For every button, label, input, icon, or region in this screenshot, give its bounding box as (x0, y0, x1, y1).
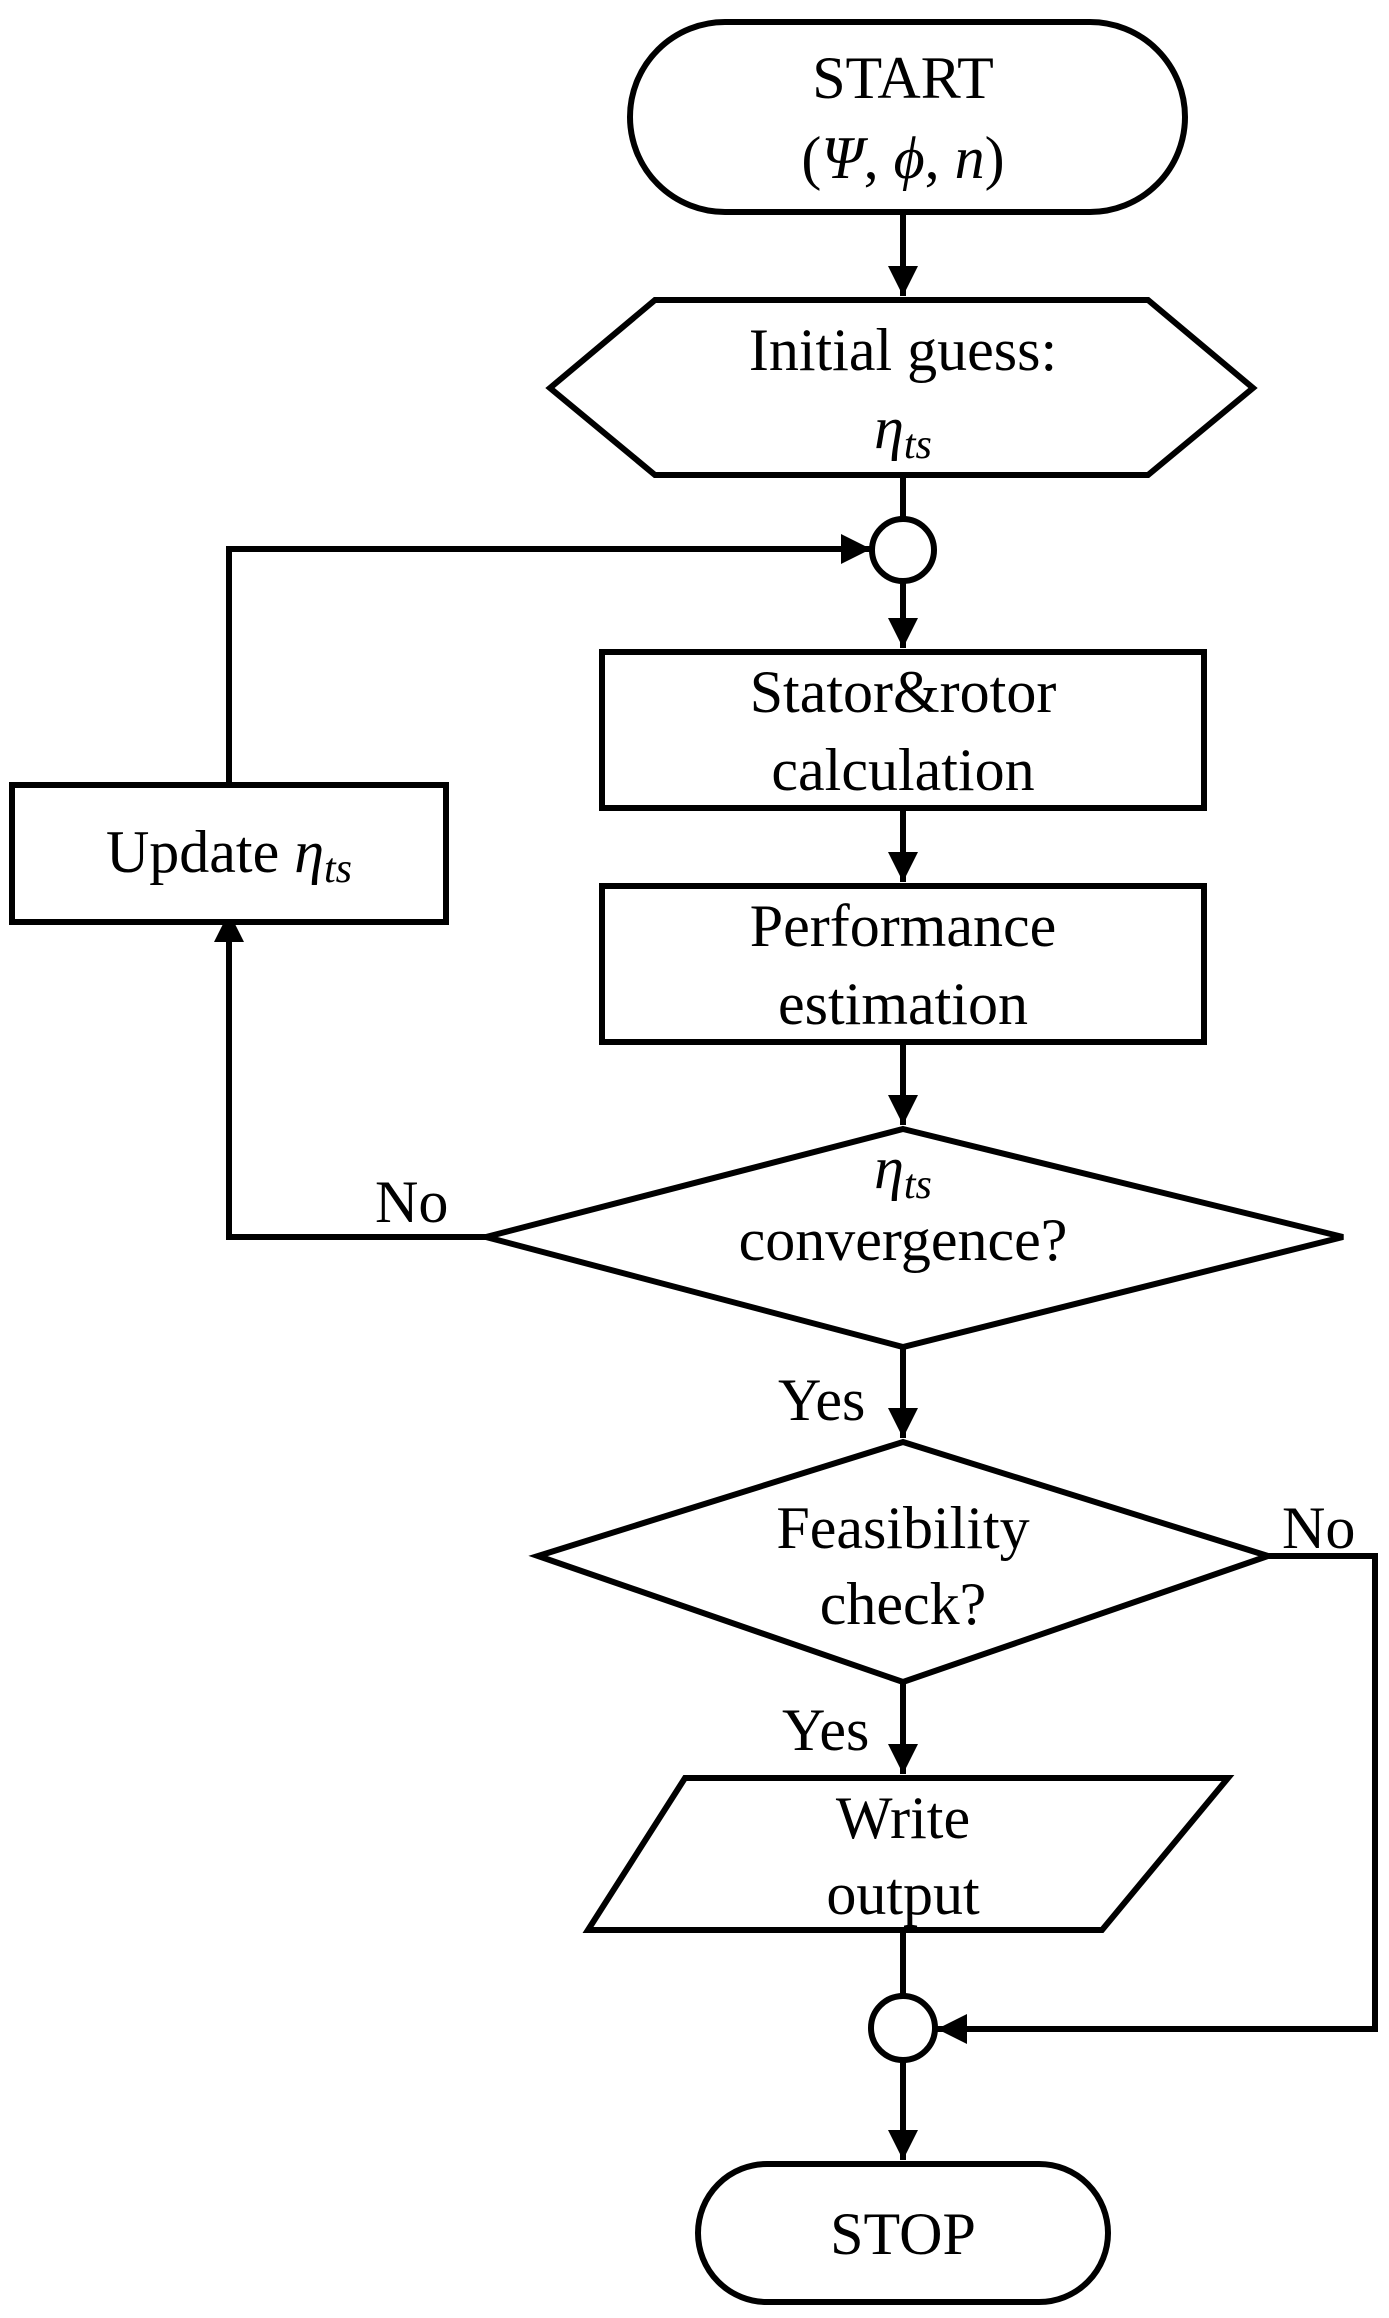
performance-node: Performance estimation (599, 883, 1207, 1045)
edge-label-feasibility-yes: Yes (782, 1697, 869, 1763)
convergence-label: convergence? (739, 1207, 1068, 1273)
edge-label-feasibility-no: No (1282, 1495, 1355, 1561)
initial-guess-symbol: ηts (874, 395, 932, 468)
initial-guess-label: Initial guess: (749, 317, 1057, 383)
param-phi: ϕ (894, 125, 925, 191)
edge-label-convergence-no: No (375, 1169, 448, 1235)
write-output-line2: output (826, 1861, 980, 1927)
edge-feasibility-no (937, 1553, 1378, 2044)
feasibility-line1: Feasibility (776, 1495, 1029, 1561)
initial-guess-node: Initial guess: ηts (545, 297, 1258, 478)
exit-junction (868, 1993, 938, 2063)
start-terminator: START (Ψ, ϕ, n) (627, 19, 1188, 215)
convergence-symbol: ηts (874, 1135, 932, 1208)
start-params: (Ψ, ϕ, n) (801, 125, 1004, 191)
feasibility-shape (528, 1438, 1278, 1686)
convergence-decision: ηts convergence? (474, 1125, 1344, 1351)
performance-line1: Performance (750, 893, 1057, 959)
write-output-shape (582, 1775, 1235, 1933)
edge-update-loop-back (226, 534, 871, 785)
convergence-shape (474, 1125, 1344, 1351)
write-output-line1: Write (836, 1785, 970, 1851)
stator-rotor-shape (599, 649, 1207, 811)
initial-guess-shape (545, 297, 1258, 478)
stator-rotor-line1: Stator&rotor (750, 659, 1057, 725)
param-n: n (955, 125, 985, 191)
stop-shape (695, 2161, 1111, 2305)
stator-rotor-node: Stator&rotor calculation (599, 649, 1207, 811)
feasibility-line2: check? (820, 1571, 987, 1637)
update-shape (9, 782, 449, 925)
write-output-node: Write output (582, 1775, 1235, 1933)
performance-shape (599, 883, 1207, 1045)
connectors (214, 212, 1378, 2160)
update-label: Update ηts (106, 819, 352, 892)
edge-labels: No Yes No Yes (375, 1169, 1355, 1763)
loop-junction (869, 516, 937, 584)
performance-line2: estimation (778, 971, 1028, 1037)
stop-label: STOP (830, 2201, 976, 2267)
stator-rotor-line2: calculation (771, 737, 1034, 803)
edge-convergence-no (214, 912, 486, 1240)
start-label: START (812, 45, 994, 111)
feasibility-decision: Feasibility check? (528, 1438, 1278, 1686)
start-shape (627, 19, 1188, 215)
edge-label-convergence-yes: Yes (778, 1367, 865, 1433)
param-psi: Ψ (821, 125, 868, 191)
stop-terminator: STOP (695, 2161, 1111, 2305)
update-node: Update ηts (9, 782, 449, 925)
